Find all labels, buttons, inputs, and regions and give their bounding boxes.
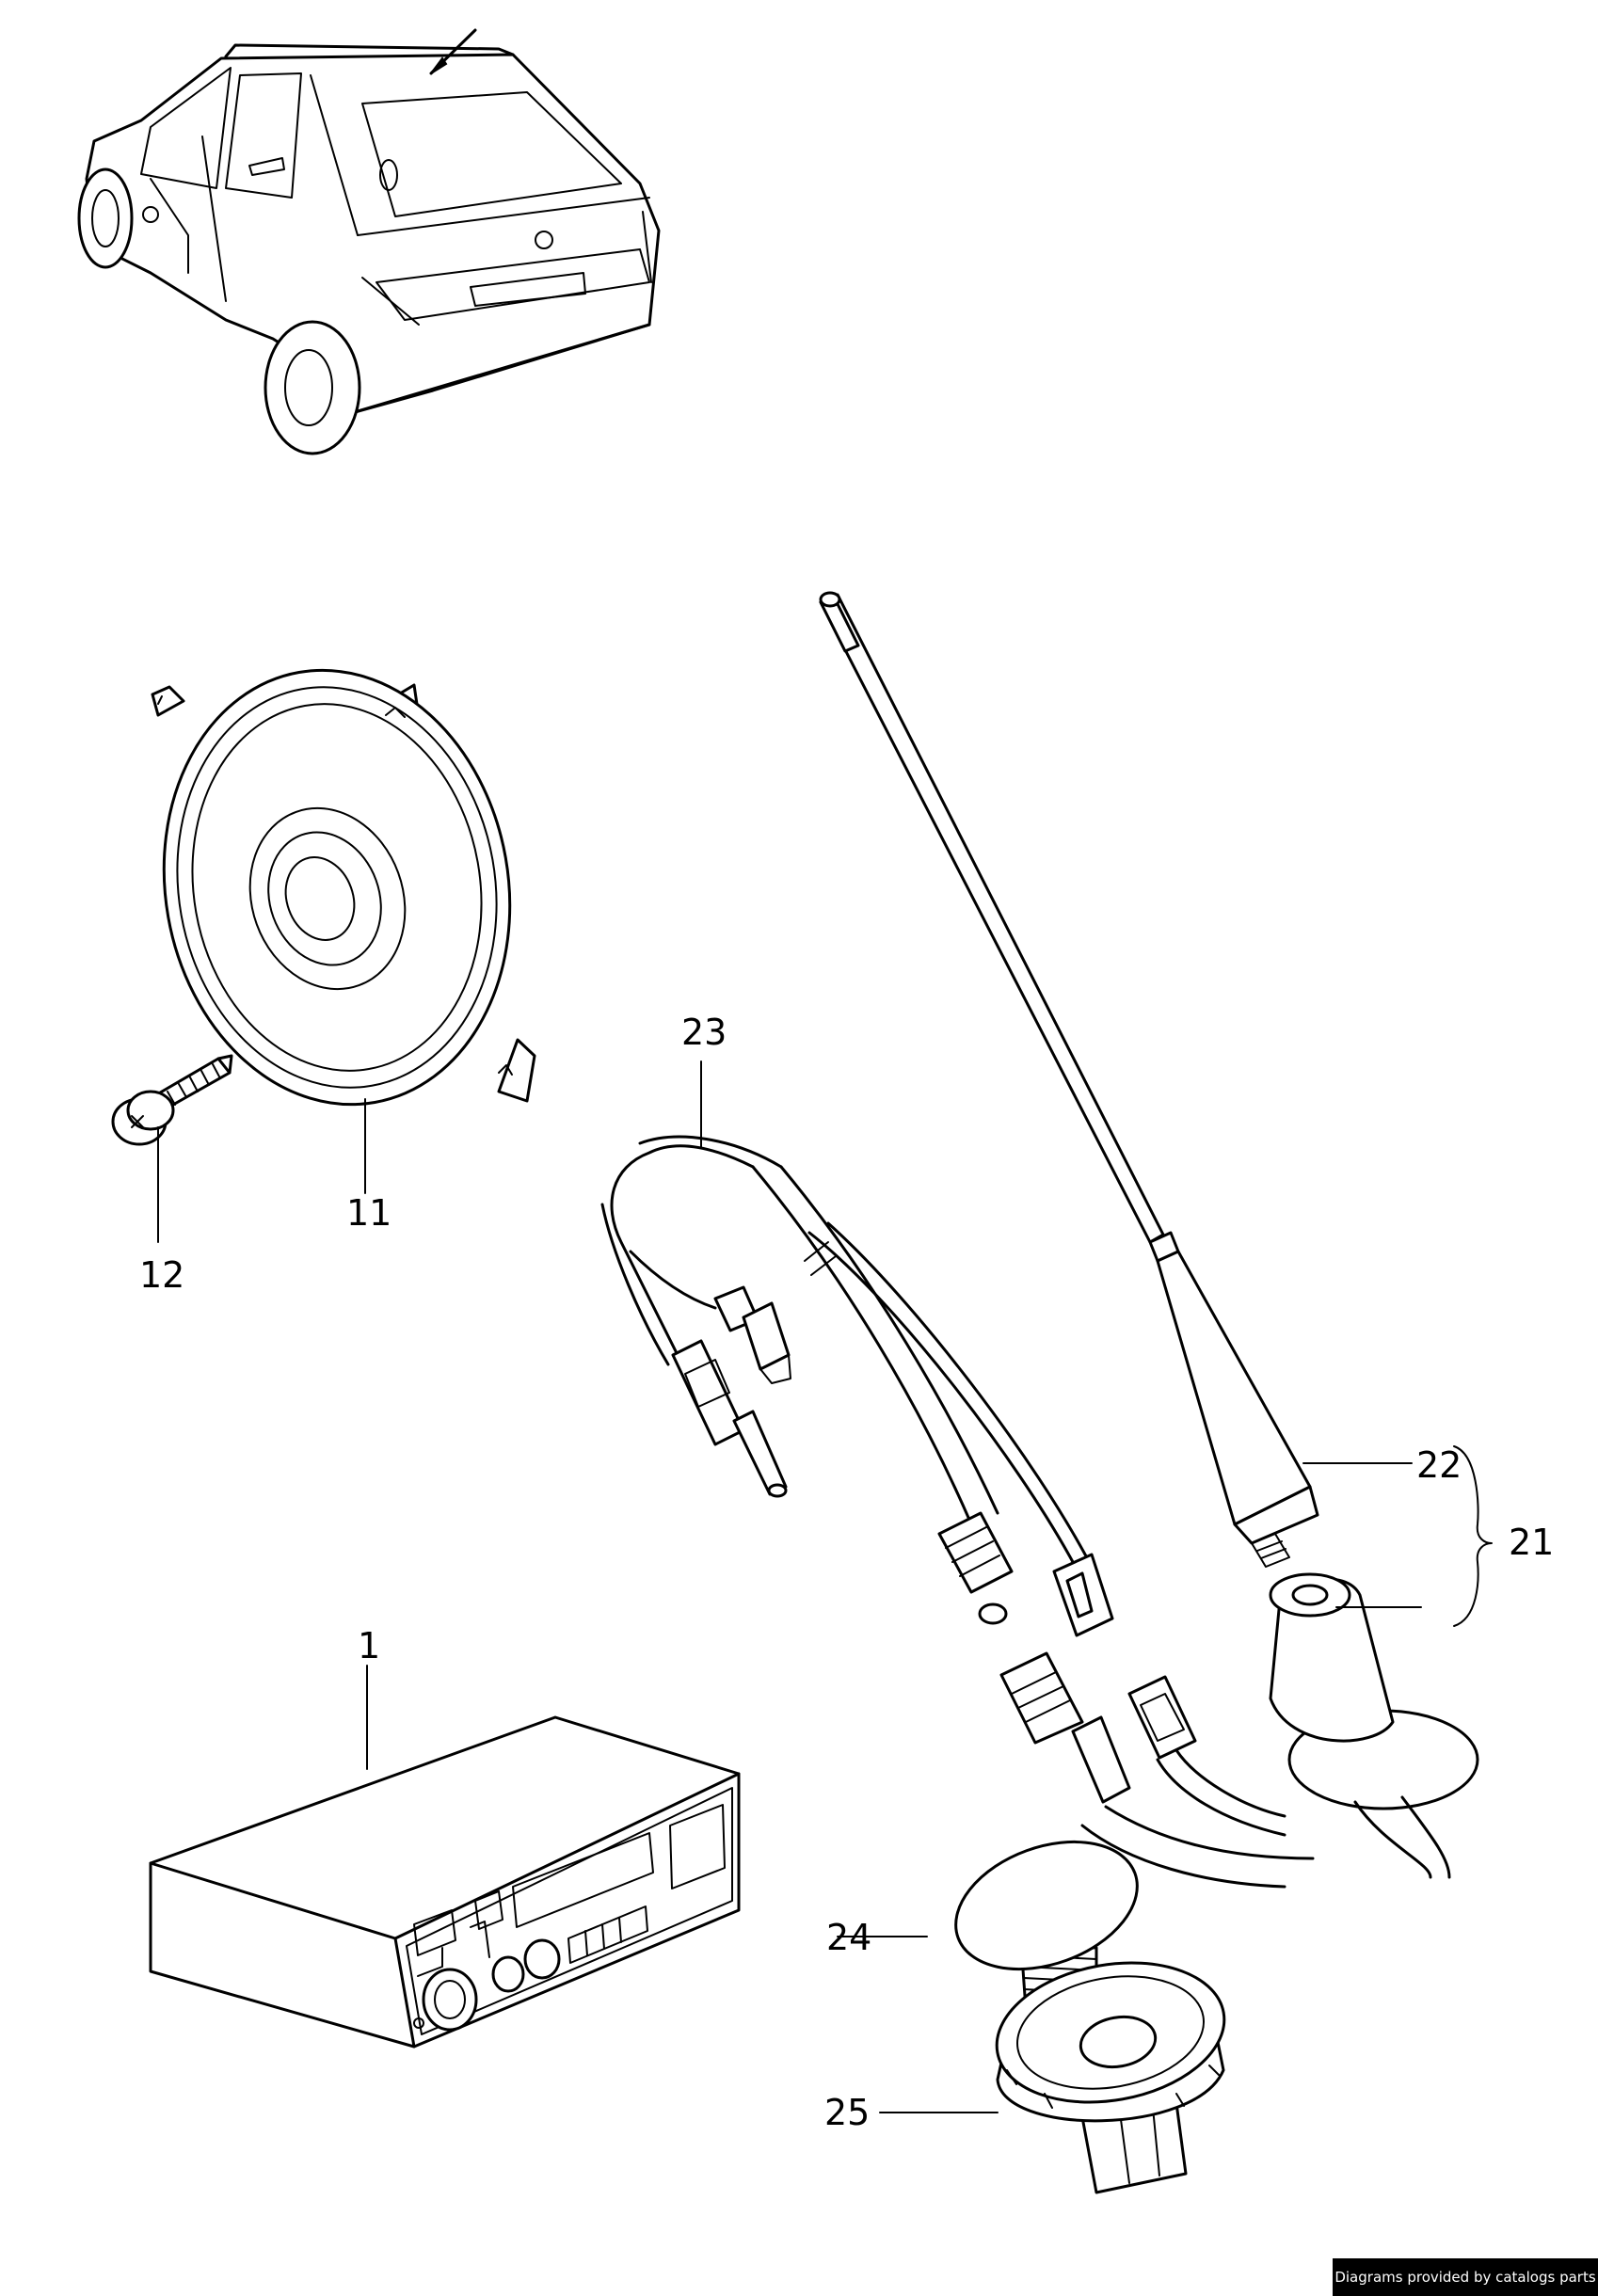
callout-25: 25 <box>824 2092 870 2133</box>
callout-11: 11 <box>346 1192 392 1234</box>
callout-24: 24 <box>826 1917 871 1958</box>
antenna-cable <box>600 1135 1315 1889</box>
credit-badge: Diagrams provided by catalogs parts <box>1333 2258 1598 2296</box>
screw <box>111 1054 233 1146</box>
car-illustration <box>77 28 661 455</box>
callout-12: 12 <box>139 1254 184 1296</box>
callout-labels: 23 11 12 22 21 1 24 25 <box>139 1012 1554 2133</box>
loudspeaker <box>151 668 536 1107</box>
callout-23: 23 <box>681 1012 727 1053</box>
antenna-base <box>1269 1572 1479 1879</box>
callout-22: 22 <box>1416 1444 1462 1486</box>
callout-1: 1 <box>358 1625 380 1666</box>
antenna-rod <box>819 591 1319 1568</box>
mounting-nut <box>995 1961 1226 2194</box>
leader-lines <box>157 1060 1493 2113</box>
radio-unit <box>149 1715 741 2049</box>
callout-21: 21 <box>1509 1522 1554 1563</box>
